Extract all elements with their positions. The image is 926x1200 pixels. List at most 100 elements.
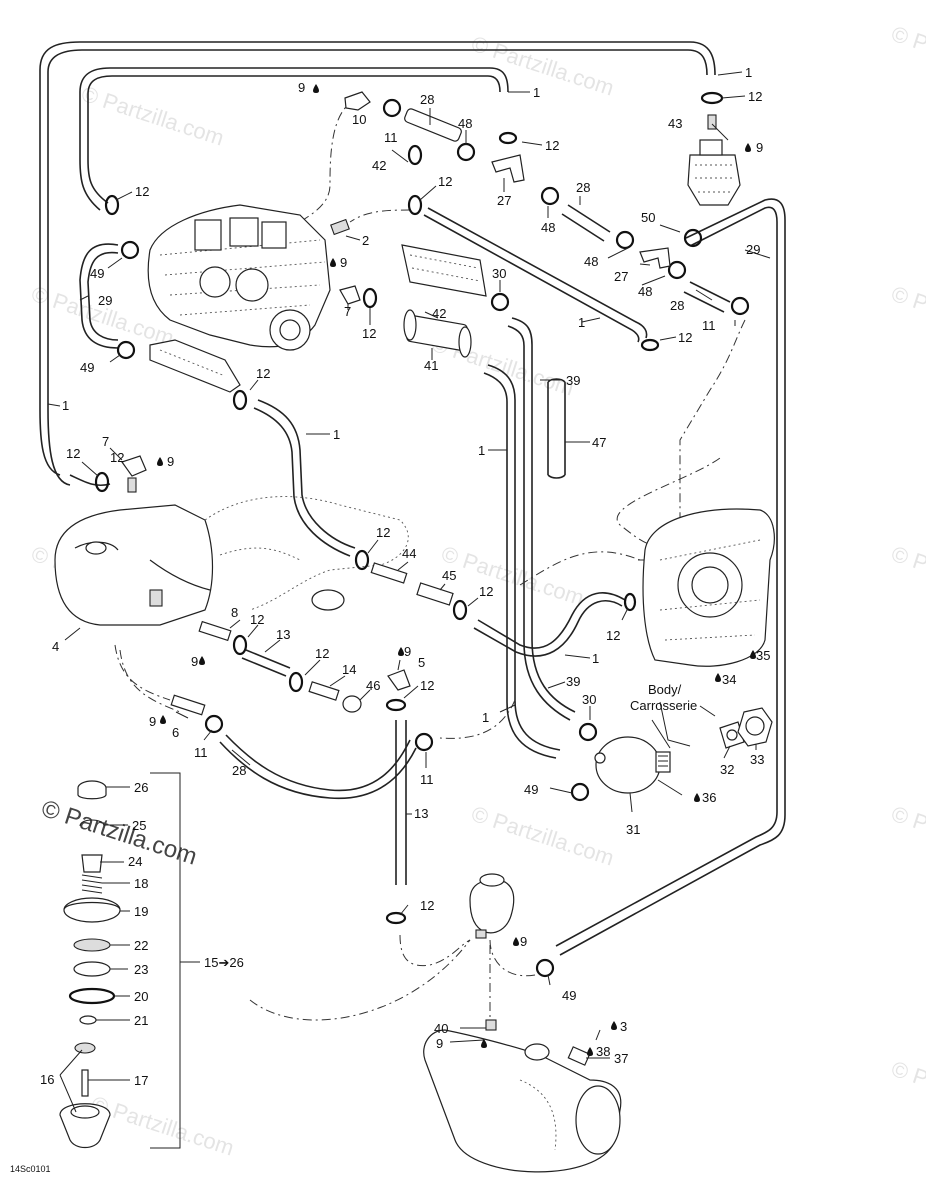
engine-detail — [194, 219, 222, 251]
tank-bracket — [149, 589, 163, 607]
clamp-48 — [667, 260, 687, 280]
clamp-11 — [730, 296, 750, 316]
label-part: 12 — [678, 330, 692, 345]
label-part: 9 — [149, 714, 156, 729]
hose-1-center-diagonal — [427, 207, 648, 339]
part-labels: 1 1 1 1 1 1 1 1 12 12 12 12 12 12 12 12 … — [40, 65, 770, 1088]
clamp-11 — [414, 732, 434, 752]
leader — [249, 379, 259, 391]
body-label-line1: Body/ — [648, 682, 682, 697]
drop-icon — [199, 656, 205, 665]
fitting-27-tee — [639, 247, 671, 269]
part-22 — [73, 938, 111, 952]
fitting-7 — [121, 455, 147, 477]
leader — [744, 249, 771, 259]
leader — [203, 729, 213, 741]
leader — [467, 597, 479, 607]
drop-icon — [481, 1039, 487, 1048]
flow-line — [349, 209, 411, 223]
label-part: 9 — [340, 255, 347, 270]
leader — [264, 639, 281, 653]
clamps — [94, 91, 750, 978]
clamp-49 — [570, 782, 590, 802]
label-part: 48 — [541, 220, 555, 235]
hose-29-right — [559, 198, 786, 956]
label-part: 21 — [134, 1013, 148, 1028]
leader — [717, 71, 743, 76]
leader — [419, 185, 437, 201]
leader — [549, 787, 573, 794]
hose-28-a-inner — [561, 213, 605, 242]
part-23 — [73, 961, 111, 977]
label-part: 42 — [432, 306, 446, 321]
label-part: 39 — [566, 674, 580, 689]
label-part: 12 — [256, 366, 270, 381]
clamp-12 — [385, 911, 407, 925]
diagram-code: 14Sc0101 — [10, 1164, 51, 1174]
drop-icon — [587, 1047, 593, 1056]
label-part: 13 — [276, 627, 290, 642]
label-part: 49 — [562, 988, 576, 1003]
hose-1-inner-loop-2 — [87, 75, 501, 204]
part-18-spring — [81, 874, 103, 894]
hose-1-tank — [69, 474, 111, 487]
label-part: 49 — [524, 782, 538, 797]
watermark-text: © Partzilla.com — [888, 801, 926, 871]
hose-1-inner-loop — [79, 67, 509, 211]
leader — [639, 263, 651, 266]
leader — [231, 749, 251, 766]
drop-icon — [715, 673, 721, 682]
fuel-rail — [401, 244, 487, 297]
part-41-assembly — [401, 244, 487, 358]
clamp-12 — [407, 194, 423, 216]
clamp-12 — [623, 592, 637, 612]
engine-detail — [229, 217, 259, 247]
label-part: 22 — [134, 938, 148, 953]
reservoir-port — [594, 752, 606, 764]
watermark-text: © Partzilla.com — [888, 1056, 926, 1126]
engine-detail — [235, 268, 269, 302]
fitting-37 — [567, 1046, 591, 1066]
part-31-reservoir — [594, 736, 671, 794]
leader — [711, 123, 729, 141]
flow-line — [299, 99, 357, 223]
exhaust-pipe-flange — [311, 589, 345, 611]
label-part: 43 — [668, 116, 682, 131]
leader — [115, 191, 133, 201]
label-part: 37 — [614, 1051, 628, 1066]
hoses — [39, 41, 786, 956]
flow-line — [519, 551, 641, 586]
flow-line — [119, 649, 181, 713]
leader — [175, 711, 189, 719]
label-part: 12 — [606, 628, 620, 643]
fitting-8 — [198, 620, 232, 642]
leader — [657, 779, 683, 796]
valve-cap — [479, 873, 505, 887]
valve-body — [469, 879, 515, 934]
hose-1-top-loop-inner — [47, 49, 708, 486]
leader — [247, 624, 259, 638]
label-part: 42 — [372, 158, 386, 173]
hose-28-b-inner — [683, 291, 725, 313]
leader — [345, 235, 361, 241]
label-part: 30 — [492, 266, 506, 281]
hose-1-lower-inner — [473, 600, 623, 657]
drop-icon — [313, 84, 319, 93]
leader — [64, 627, 81, 641]
label-part: 30 — [582, 692, 596, 707]
label-part: 11 — [702, 318, 716, 333]
part-43-fitting — [707, 114, 717, 130]
bottom-valve — [469, 873, 515, 1031]
engine-block — [147, 204, 331, 393]
water-pump-housing — [642, 508, 775, 667]
drop-icon — [398, 647, 404, 656]
leader — [499, 704, 516, 713]
label-part: 36 — [702, 790, 716, 805]
label-part: 1 — [333, 427, 340, 442]
fitting-7 — [339, 285, 361, 305]
leader — [641, 275, 666, 286]
label-part: 9 — [191, 654, 198, 669]
leader — [397, 561, 409, 571]
leader — [59, 1049, 83, 1113]
